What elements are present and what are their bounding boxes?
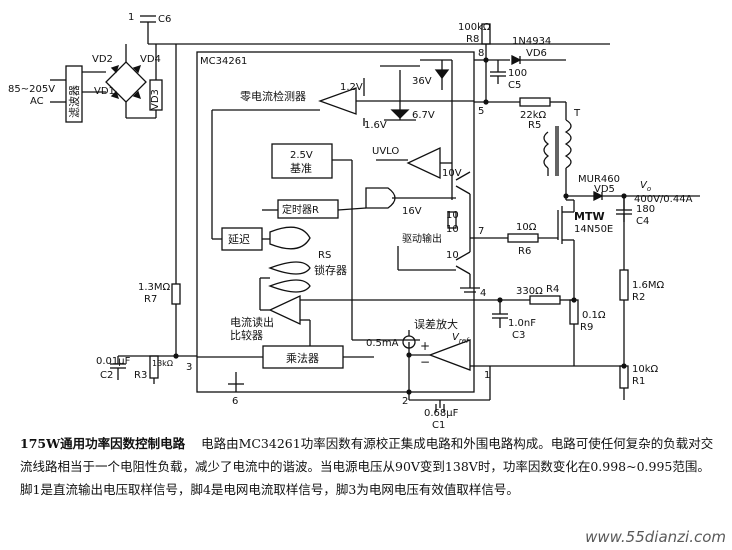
label-one: 1 [128, 12, 134, 23]
label-vd6-part: 1N4934 [512, 36, 551, 47]
label-r2-value: 1.6MΩ [632, 280, 665, 291]
label-ten-a: 10 [446, 210, 459, 221]
label-r6: R6 [518, 246, 531, 257]
label-t: T [573, 108, 581, 119]
label-plus: + [420, 339, 430, 353]
label-r8-value: 100kΩ [458, 22, 491, 33]
label-uvlo: UVLO [372, 146, 399, 157]
label-pin6: 6 [232, 396, 238, 407]
label-rs: RS [318, 250, 331, 261]
label-r7-value: 1.3MΩ [138, 282, 171, 293]
circuit-diagram: 1 C6 VD2 VD4 VD1 VD3 滤波器 85~205V AC MC34… [8, 12, 700, 430]
label-r8: R8 [466, 34, 479, 45]
label-c3: C3 [512, 330, 525, 341]
label-r5: R5 [528, 120, 541, 131]
current-sense-comparator [268, 294, 301, 326]
label-delay: 延迟 [228, 233, 250, 246]
watermark: www.55dianzi.com [585, 528, 726, 546]
label-vref: Vref [452, 332, 470, 345]
label-r9: R9 [580, 322, 593, 333]
label-v16: 1.6V [364, 120, 387, 131]
label-drive-out: 驱动输出 [402, 232, 442, 245]
label-r6-value: 10Ω [516, 222, 537, 233]
label-r3: R3 [134, 370, 147, 381]
label-r4-value: 330Ω [516, 286, 543, 297]
label-r4: R4 [546, 284, 559, 295]
label-c5-value: 100 [508, 68, 527, 79]
label-pin3: 3 [186, 362, 192, 373]
label-ma05: 0.5mA [366, 338, 399, 349]
label-pin2: 2 [402, 396, 408, 407]
label-v12: 1.2V [340, 82, 363, 93]
label-pin1: 1 [484, 370, 490, 381]
filter-box [65, 65, 83, 123]
label-ref25: 2.5V [290, 150, 313, 161]
caption-title: 175W通用功率因数控制电路 [20, 436, 186, 451]
label-v10: 10V [442, 168, 462, 179]
timer-box [277, 199, 339, 219]
caption-body: 电路由MC34261功率因数有源校正集成电路和外围电路构成。电路可使任何复杂的负… [20, 436, 714, 497]
label-output: 400V/0.44A [634, 194, 693, 205]
label-r7: R7 [144, 294, 157, 305]
label-pin4: 4 [480, 288, 486, 299]
label-timer: 定时器R [282, 203, 319, 216]
label-c2-value: 0.01μF [96, 356, 131, 367]
label-c1-value: 0.68μF [424, 408, 459, 419]
reference-box [271, 143, 333, 179]
label-c5: C5 [508, 80, 521, 91]
caption: 175W通用功率因数控制电路 电路由MC34261功率因数有源校正集成电路和外围… [20, 432, 716, 501]
label-mtw-part: 14N50E [574, 224, 613, 235]
uvlo-comparator [406, 146, 441, 180]
error-amplifier [428, 339, 471, 371]
label-latch: 锁存器 [314, 263, 347, 277]
label-c4-value: 180 [636, 204, 655, 215]
label-ac-voltage: 85~205V [8, 84, 55, 95]
label-ten-b: 10 [446, 224, 459, 235]
label-r9-value: 0.1Ω [582, 310, 606, 321]
label-ten-c: 10 [446, 250, 459, 261]
label-c1: C1 [432, 420, 445, 430]
label-r5-value: 22kΩ [520, 110, 547, 121]
label-r1-value: 10kΩ [632, 364, 659, 375]
label-vd4: VD4 [140, 54, 161, 65]
label-filter: 滤波器 [68, 85, 81, 118]
label-ac: AC [30, 96, 44, 107]
label-mtw: MTW [574, 210, 605, 223]
label-r3-value: 13kΩ [152, 359, 173, 368]
label-ref: 基准 [290, 162, 312, 175]
label-vd3: VD3 [150, 89, 161, 110]
label-vd6: VD6 [526, 48, 547, 59]
label-c4: C4 [636, 216, 649, 227]
label-zcd: 零电流检测器 [240, 89, 306, 103]
label-v67: 6.7V [412, 110, 435, 121]
label-c2: C2 [100, 370, 113, 381]
label-vo: Vo [640, 180, 651, 193]
label-v16b: 16V [402, 206, 422, 217]
label-pin5: 5 [478, 106, 484, 117]
label-err-amp: 误差放大 [414, 317, 458, 331]
ic-outline [196, 51, 475, 393]
label-cs-comp2: 比较器 [230, 328, 263, 342]
label-v36: 36V [412, 76, 432, 87]
label-vd5-part: MUR460 [578, 174, 620, 185]
label-ic-name: MC34261 [200, 56, 247, 67]
label-vd1: VD1 [94, 86, 115, 97]
label-vd5: VD5 [594, 184, 615, 195]
label-c3-value: 1.0nF [508, 318, 536, 329]
label-multiplier: 乘法器 [286, 351, 319, 365]
label-r2: R2 [632, 292, 645, 303]
label-cs-comp: 电流读出 [230, 315, 274, 329]
label-pin8: 8 [478, 48, 484, 59]
label-c6: C6 [158, 14, 171, 25]
label-r1: R1 [632, 376, 645, 387]
label-vd2: VD2 [92, 54, 113, 65]
label-minus: − [420, 355, 430, 369]
label-pin7: 7 [478, 226, 484, 237]
